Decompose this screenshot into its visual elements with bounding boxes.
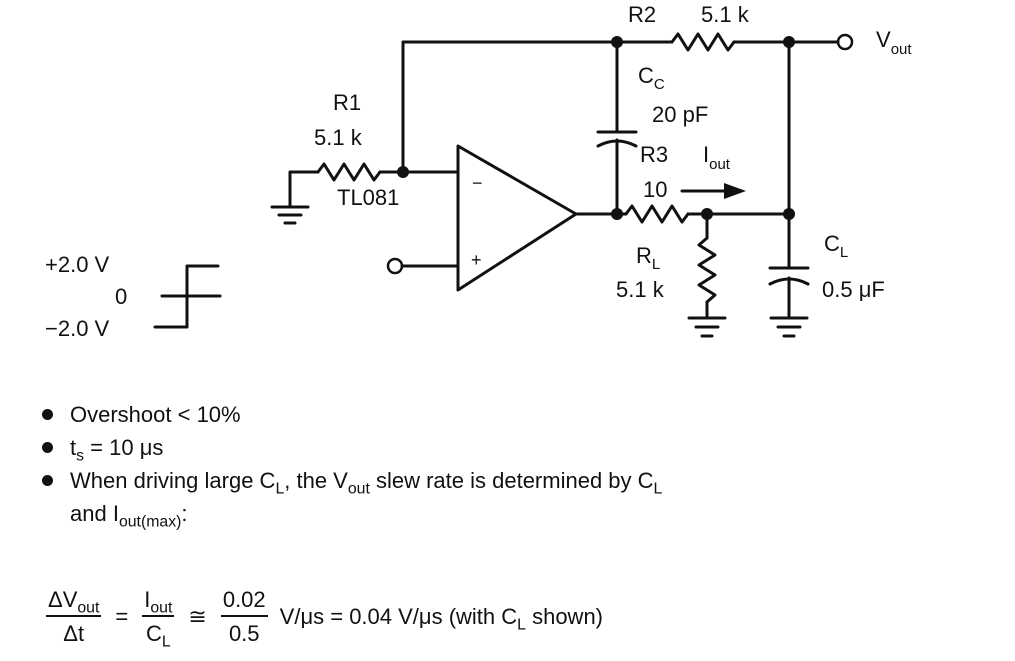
- circuit-diagram: R1 5.1 k TL081 R2 5.1 k CC 20 pF R3 10 I…: [45, 2, 912, 341]
- rl-value-label: 5.1 k: [616, 277, 665, 302]
- note-slew-rate: When driving large CL, the Vout slew rat…: [40, 464, 1000, 497]
- ground-symbol-cl: [769, 316, 809, 338]
- iout-arrow-head: [724, 183, 746, 199]
- wire-feedback-top: [401, 40, 674, 174]
- cl-value-label: 0.5 μF: [822, 277, 885, 302]
- resistor-r2: [670, 32, 736, 52]
- note-settling-text: ts = 10 μs: [70, 435, 164, 465]
- cl-name-label: CL: [824, 231, 848, 261]
- opamp-plus-sign: +: [471, 250, 482, 270]
- opamp-label: TL081: [337, 185, 399, 210]
- cc-value-label: 20 pF: [652, 102, 708, 127]
- notes-list: Overshoot < 10% ts = 10 μs When driving …: [40, 398, 1000, 530]
- bullet-dot: [42, 475, 53, 486]
- note-overshoot: Overshoot < 10%: [40, 398, 1000, 431]
- r3-name-label: R3: [640, 142, 668, 167]
- r1-value-label: 5.1 k: [314, 125, 363, 150]
- junction-dots: [397, 36, 795, 220]
- formula-result: V/μs = 0.04 V/μs (with CL shown): [279, 604, 604, 634]
- iout-label: Iout: [703, 142, 731, 173]
- ground-symbol-left: [270, 205, 310, 225]
- opamp-minus-sign: −: [472, 173, 483, 193]
- bullet-dot: [42, 409, 53, 420]
- note-slew-rate-continued: and Iout(max):: [70, 501, 188, 531]
- opamp-triangle: [456, 144, 578, 292]
- approx-sign: ≅: [188, 604, 207, 629]
- resistor-r3: [624, 204, 690, 224]
- fraction-iout-cl: Iout CL: [142, 587, 175, 651]
- noninverting-input-terminal: [386, 257, 404, 275]
- input-step-waveform: [153, 264, 222, 329]
- r2-value-label: 5.1 k: [701, 2, 750, 27]
- equals-sign: =: [115, 604, 129, 629]
- r1-name-label: R1: [333, 90, 361, 115]
- rl-name-label: RL: [636, 243, 660, 273]
- step-high-label: +2.0 V: [45, 252, 110, 277]
- r3-value-label: 10: [643, 177, 667, 202]
- slew-rate-formula: ΔVout Δt = Iout CL ≅ 0.02 0.5 V/μs = 0.0…: [40, 582, 603, 652]
- resistor-r1: [316, 162, 382, 182]
- resistor-rl: [697, 236, 717, 304]
- note-overshoot-text: Overshoot < 10%: [70, 402, 241, 427]
- wire-r1-to-ground: [288, 170, 320, 209]
- vout-terminal: [836, 33, 854, 51]
- fraction-numeric: 0.02 0.5: [220, 587, 268, 646]
- bullet-dot: [42, 442, 53, 453]
- note-slew-rate-text: When driving large CL, the Vout slew rat…: [70, 468, 663, 498]
- fraction-dvout-dt: ΔVout Δt: [46, 587, 102, 646]
- step-low-label: −2.0 V: [45, 316, 110, 341]
- note-settling: ts = 10 μs: [40, 431, 1000, 464]
- cc-name-label: CC: [638, 63, 665, 93]
- r2-name-label: R2: [628, 2, 656, 27]
- ground-symbol-rl: [687, 316, 727, 338]
- vout-label: Vout: [876, 27, 912, 58]
- step-zero-label: 0: [115, 284, 127, 309]
